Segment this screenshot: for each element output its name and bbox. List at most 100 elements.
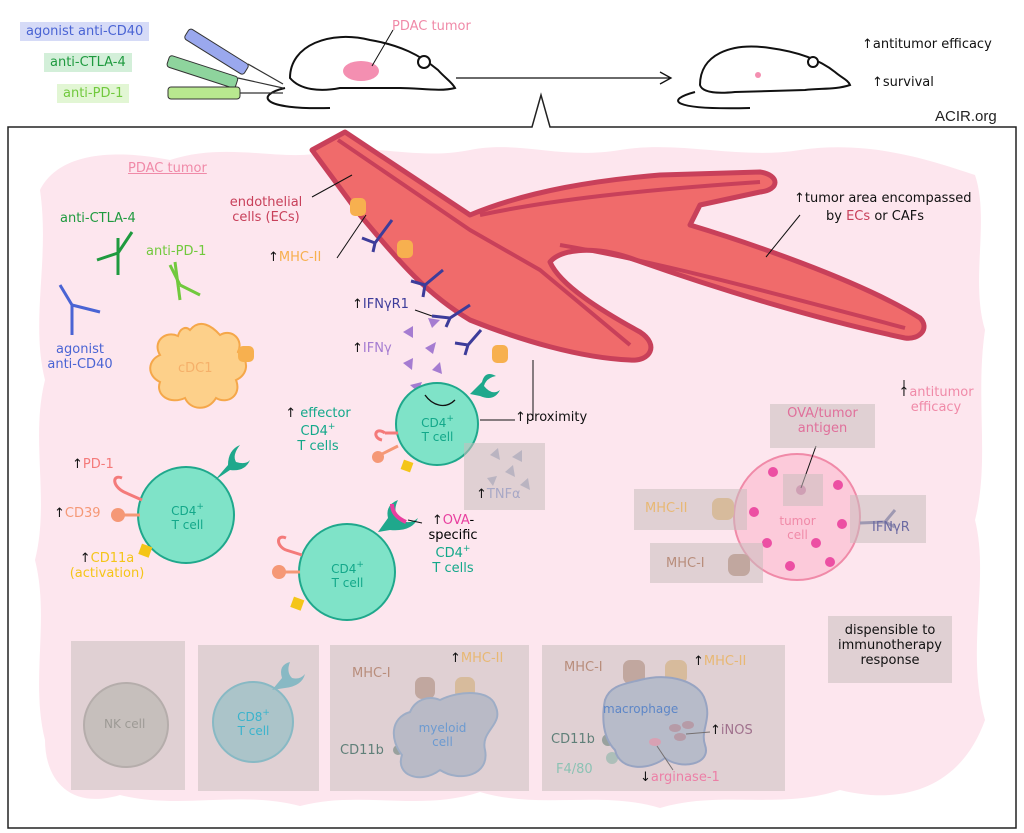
label-ec-line2: cells (ECs): [232, 209, 300, 225]
tcell-text: T cell: [171, 517, 204, 532]
label-by: by: [826, 209, 842, 224]
label-mac-mhc1: MHC-I: [564, 660, 603, 675]
antigen-box: [770, 404, 875, 448]
up-arrow-icon: ↑: [794, 191, 805, 206]
label-ova-line3: CD4: [435, 545, 463, 561]
macrophage-box: [542, 645, 785, 791]
label-endothelial-cells: endothelial cells (ECs): [222, 195, 310, 226]
up-arrow-icon: ↑: [693, 654, 704, 669]
label-ova-specific: ↑OVA- specific CD4+ T cells: [420, 513, 486, 577]
plus-sup: +: [327, 421, 336, 432]
cd4-left-label: CD4+ T cell: [160, 502, 215, 533]
label-mac-mhc2-text: MHC-II: [703, 654, 747, 669]
tumor-label: PDAC tumor: [392, 19, 471, 34]
up-arrow-icon: ↑: [352, 341, 363, 356]
tcell-text: T cell: [421, 429, 454, 444]
cd4-center-label: CD4+ T cell: [410, 414, 465, 445]
syringe-ctla4: [166, 55, 284, 89]
label-myeloid-cell: myeloid cell: [415, 721, 470, 750]
cd4-text: CD4: [171, 504, 197, 518]
label-antitumor-efficacy: ↑antitumor efficacy: [896, 385, 976, 416]
cd4-tcell-ova: [272, 500, 423, 621]
treatment-anti-ctla4: anti-CTLA-4: [44, 53, 132, 72]
plus-sup: +: [462, 543, 471, 554]
label-cafs: or CAFs: [874, 209, 924, 224]
cdc1-cell: [149, 322, 247, 409]
label-anti-ctla4: anti-CTLA-4: [60, 211, 136, 226]
antibody-ctla4-icon: [96, 231, 134, 275]
antigen-inner-box: [783, 474, 823, 506]
label-mhc2-ec: ↑MHC-II: [268, 250, 321, 266]
label-cd8: CD8+ T cell: [226, 708, 281, 739]
label-dispensable-line3: response: [860, 652, 920, 668]
label-effector-line1: effector: [300, 406, 351, 421]
up-arrow-icon: ↑: [872, 75, 883, 90]
cd8-box: [198, 645, 319, 791]
label-mac-arginase: ↓arginase-1: [640, 770, 720, 786]
cd8-tcell-text: T cell: [237, 723, 270, 738]
ifngr1-receptors: [361, 219, 483, 356]
cd4-tcell-center: [372, 374, 500, 473]
label-antigen: OVA/tumor antigen: [770, 406, 875, 437]
up-arrow-icon: ↑: [72, 457, 83, 472]
credit: ACIR.org: [935, 108, 997, 125]
plus-sup: +: [262, 708, 270, 718]
label-effector-line3: T cells: [297, 438, 339, 454]
up-arrow-icon: ↑: [285, 406, 297, 421]
label-effector-line2: CD4: [300, 423, 328, 439]
antibody-pd1-icon: [168, 261, 201, 301]
label-nk: NK cell: [104, 717, 146, 731]
label-proximity-text: proximity: [525, 410, 588, 425]
outcome-efficacy: ↑antitumor efficacy: [862, 37, 992, 53]
cd4-ova-label: CD4+ T cell: [320, 560, 375, 591]
treatment-anti-pd1: anti-PD-1: [57, 84, 130, 103]
label-ova-line2: specific: [428, 527, 478, 543]
blood-vessel: [309, 129, 927, 363]
label-dispensable-line2: immunotherapy: [838, 637, 942, 653]
up-arrow-icon: ↑: [898, 385, 910, 400]
label-macrophage: macrophage: [603, 702, 679, 716]
label-dispensable-line1: dispensible to: [844, 623, 936, 638]
up-arrow-icon: ↑: [54, 506, 65, 521]
up-arrow-icon: ↑: [431, 513, 443, 528]
up-arrow-icon: ↑: [710, 723, 721, 738]
label-tumor-cell: tumor cell: [770, 514, 825, 543]
label-cd11a-marker: ↑CD11a (activation): [62, 551, 152, 582]
label-ecs: ECs: [846, 209, 871, 224]
region-title: PDAC tumor: [128, 161, 207, 176]
label-tumor-area-line2: by ECs or CAFs: [826, 209, 924, 225]
label-antigen-line1: OVA/tumor: [787, 406, 858, 421]
label-cd39-text: CD39: [64, 506, 101, 521]
label-mac-cd11b: CD11b: [551, 732, 595, 747]
down-arrow-icon: ↓: [640, 770, 651, 785]
tc-mhc2-box: [634, 489, 747, 530]
syringe-pd1: [167, 86, 283, 100]
label-tnfa: ↑TNFα: [476, 487, 521, 503]
up-arrow-icon: ↑: [515, 410, 526, 425]
label-tc-ifngr: IFNγR: [872, 520, 910, 535]
cd8-text: CD8: [237, 710, 263, 724]
label-tumor-area-line1: tumor area encompassed: [804, 191, 972, 206]
label-effector-cd4: ↑ effector CD4+ T cells: [283, 406, 353, 455]
cd4-text: CD4: [421, 416, 447, 430]
up-arrow-icon: ↑: [268, 250, 279, 265]
label-ifng: ↑IFNγ: [352, 341, 392, 357]
label-mac-mhc2: ↑MHC-II: [693, 654, 747, 670]
label-tnfa-text: TNFα: [486, 487, 521, 502]
label-anti-cd40-line1: agonist: [56, 342, 104, 357]
label-antigen-line2: antigen: [797, 420, 848, 436]
up-arrow-icon: ↑: [450, 651, 461, 666]
outcome-survival: ↑survival: [872, 75, 934, 91]
label-pd1-text: PD-1: [82, 457, 114, 472]
tnfa-box: [464, 443, 545, 510]
tumor-on-mouse: [343, 61, 379, 81]
label-mac-arginase-text: arginase-1: [650, 770, 720, 785]
antibody-cd40-icon: [58, 284, 101, 335]
nk-box: [71, 641, 185, 790]
label-cd39-marker: ↑CD39: [54, 506, 101, 522]
label-ec-line1: endothelial: [229, 195, 303, 210]
dispensable-legend-box: [828, 616, 952, 683]
label-ova-dash: -: [469, 513, 475, 528]
label-myeloid-mhc1: MHC-I: [352, 666, 391, 681]
label-anti-cd40: agonist anti-CD40: [40, 342, 120, 373]
